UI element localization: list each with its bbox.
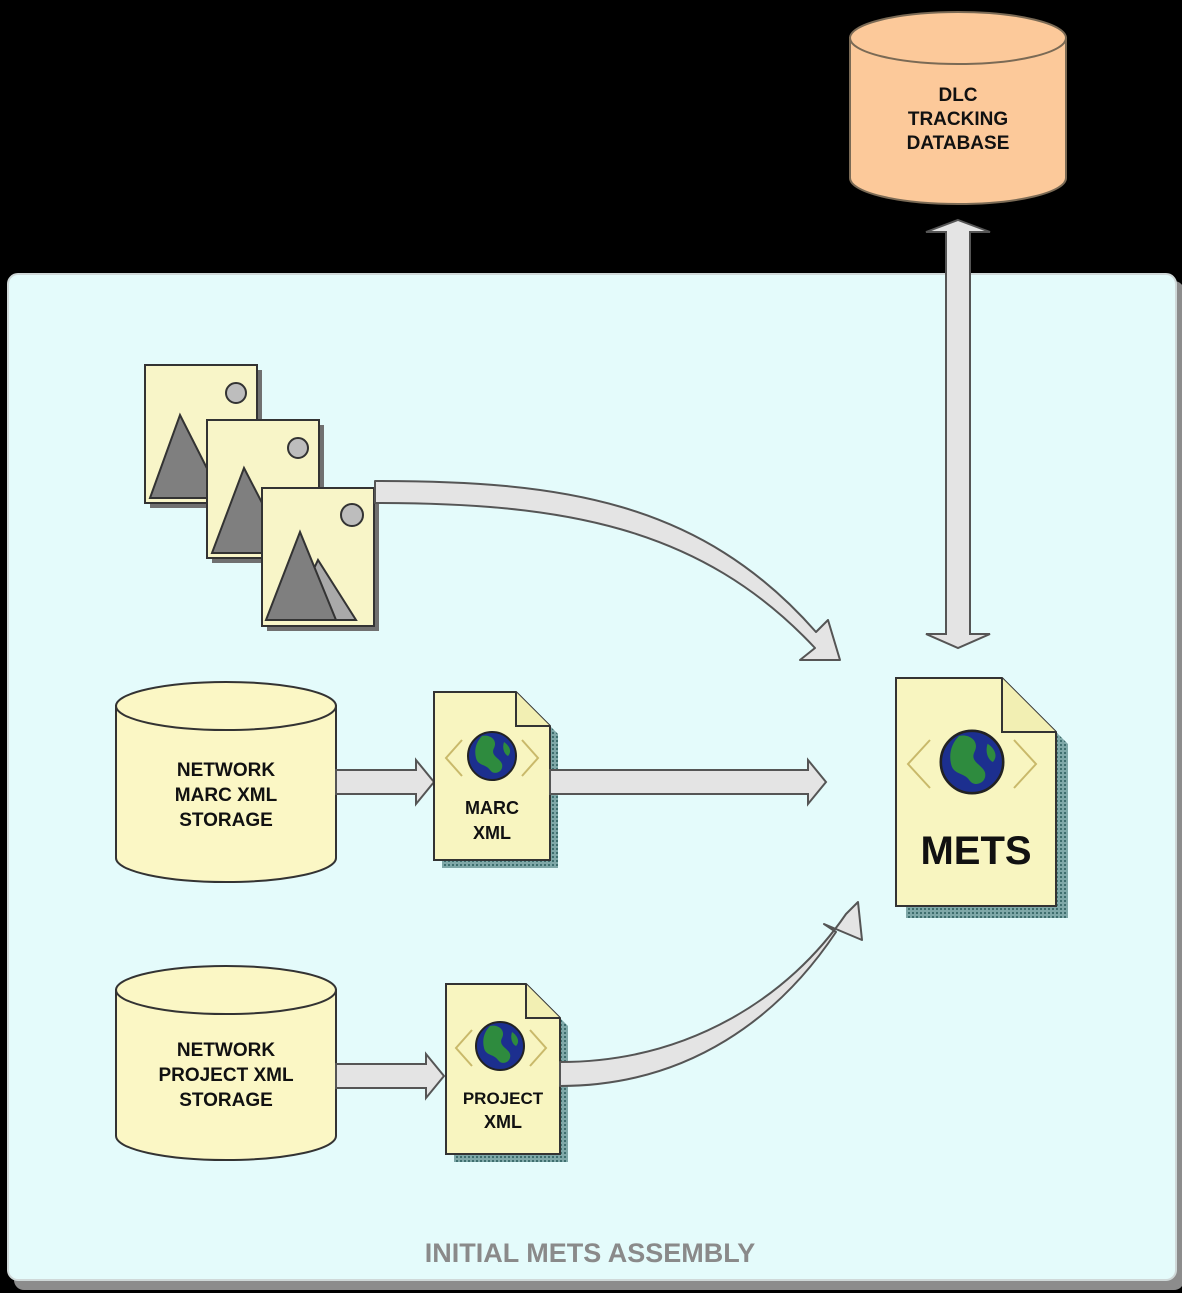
db-mets-double-arrow <box>925 218 991 650</box>
mets-label: METS <box>920 829 1031 873</box>
project-storage-label-1: NETWORK <box>177 1040 275 1061</box>
globe-icon <box>939 729 1005 795</box>
project-doc-label-2: XML <box>484 1112 522 1132</box>
tracking-db-label-1: DLC <box>938 85 977 106</box>
image-icon <box>261 487 379 631</box>
project-doc-to-mets-arrow <box>559 901 863 1087</box>
project-storage-to-doc-arrow <box>335 1051 446 1101</box>
marc-storage-label-1: NETWORK <box>177 760 275 781</box>
tracking-db-label-3: DATABASE <box>907 133 1010 154</box>
project-xml-document: PROJECT XML <box>445 983 568 1162</box>
project-storage-database: NETWORK PROJECT XML STORAGE <box>115 965 337 1161</box>
project-storage-label-2: PROJECT XML <box>158 1065 294 1086</box>
panel-caption: INITIAL METS ASSEMBLY <box>425 1238 756 1268</box>
images-to-mets-arrow <box>374 480 841 661</box>
globe-icon <box>475 1021 525 1071</box>
marc-doc-label-2: XML <box>473 823 511 843</box>
image-stack <box>144 364 379 631</box>
marc-storage-database: NETWORK MARC XML STORAGE <box>115 681 337 883</box>
marc-storage-to-doc-arrow <box>335 757 436 807</box>
marc-xml-document: MARC XML <box>433 691 558 868</box>
project-storage-label-3: STORAGE <box>179 1090 273 1111</box>
mets-document: METS <box>895 677 1068 918</box>
tracking-database: DLC TRACKING DATABASE <box>849 11 1067 205</box>
marc-doc-to-mets-arrow <box>549 757 828 807</box>
tracking-db-label-2: TRACKING <box>908 109 1008 130</box>
marc-doc-label-1: MARC <box>465 798 519 818</box>
globe-icon <box>467 731 517 781</box>
marc-storage-label-3: STORAGE <box>179 810 273 831</box>
project-doc-label-1: PROJECT <box>463 1089 544 1108</box>
marc-storage-label-2: MARC XML <box>175 785 278 806</box>
